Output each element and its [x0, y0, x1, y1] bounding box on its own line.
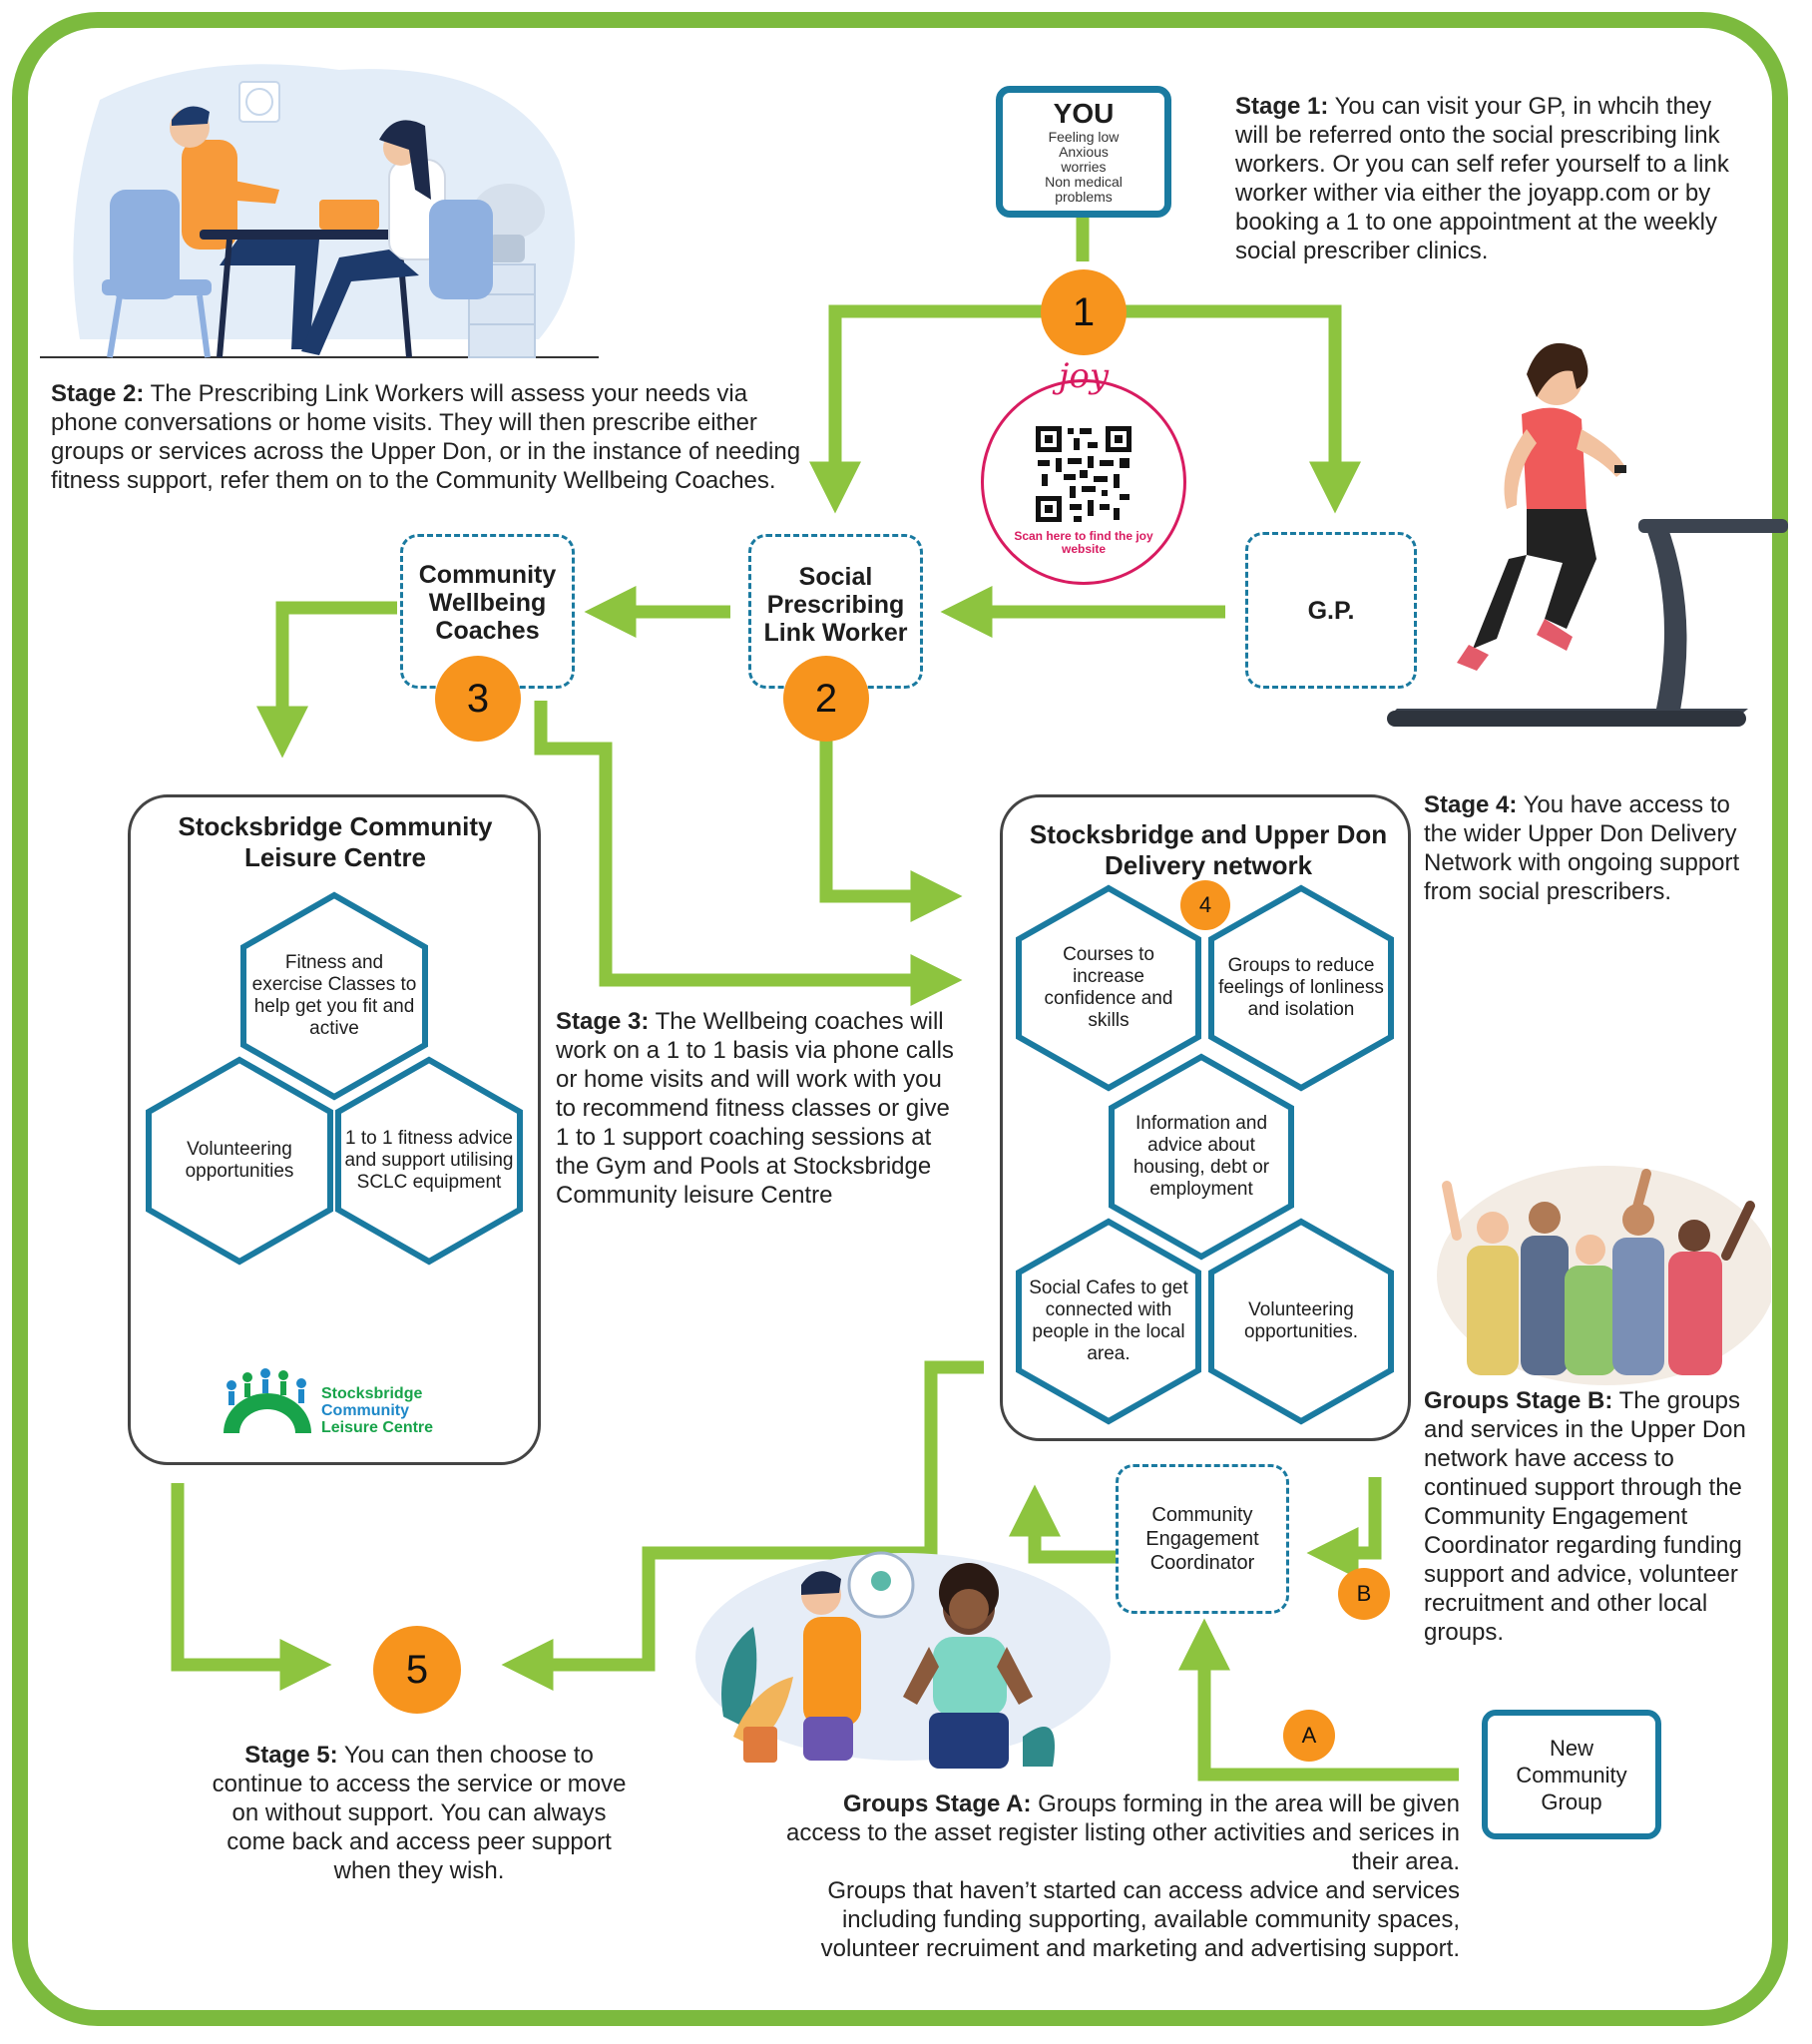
stage-2-body: The Prescribing Link Workers will assess… — [51, 380, 801, 494]
hex-text: Fitness and exercise Classes to help get… — [251, 952, 417, 1039]
hexagon-shape — [1016, 884, 1201, 1092]
stage-4-body: You have access to the wider Upper Don D… — [1424, 791, 1740, 905]
stage-1-text: Stage 1: You can visit your GP, in whcih… — [1235, 92, 1744, 265]
stage-2-text: Stage 2: The Prescribing Link Workers wi… — [51, 379, 809, 495]
badge-1: 1 — [1041, 269, 1127, 355]
arrow-ncg-to-cec — [1178, 1618, 1459, 1782]
gp-label: G.P. — [1307, 596, 1355, 625]
hex-text: Courses to increase confidence and skill… — [1044, 944, 1173, 1031]
you-line: problems — [1055, 188, 1113, 205]
slw-label: Social Prescribing Link Worker — [763, 562, 908, 647]
badge-4: 4 — [1180, 880, 1230, 930]
badge-2: 2 — [783, 656, 869, 742]
hexagon-shape — [146, 1056, 333, 1266]
rainbow-people-icon — [224, 1368, 311, 1433]
qr-code-icon — [1034, 424, 1133, 524]
sclc-title: Stocksbridge Community Leisure Centre — [178, 811, 493, 872]
hex-volunteering-sclc: Volunteering opportunities — [145, 1056, 334, 1266]
stage-3-label: Stage 3: — [556, 1008, 650, 1035]
stage-3-body: The Wellbeing coaches will work on a 1 t… — [556, 1008, 954, 1209]
hexagon-shape — [335, 1056, 523, 1266]
you-line: Non medical — [1045, 173, 1123, 190]
stage-4-text: Stage 4: You have access to the wider Up… — [1424, 790, 1753, 906]
logo-line: Stocksbridge — [321, 1385, 423, 1402]
hex-text: 1 to 1 fitness advice and support utilis… — [344, 1128, 514, 1193]
hexagon-shape — [1208, 884, 1394, 1092]
network-title: Stocksbridge and Upper Don Delivery netw… — [1029, 819, 1388, 880]
sclc-logo: Stocksbridge Community Leisure Centre — [218, 1359, 457, 1439]
badge-b: B — [1338, 1568, 1390, 1620]
you-title: YOU — [1053, 97, 1115, 129]
hex-text: Groups to reduce feelings of lonliness a… — [1218, 955, 1384, 1020]
joy-logo: joy — [1058, 356, 1110, 396]
badge-3: 3 — [435, 656, 521, 742]
hexagon-shape — [1208, 1218, 1394, 1425]
stage-5-text: Stage 5: You can then choose to continue… — [200, 1741, 639, 1885]
stage-1-body: You can visit your GP, in whcih they wil… — [1235, 93, 1729, 264]
stage-2-label: Stage 2: — [51, 380, 145, 407]
stage-1-label: Stage 1: — [1235, 93, 1329, 120]
stage-5-label: Stage 5: — [244, 1742, 338, 1769]
new-community-group-node: New Community Group — [1482, 1710, 1661, 1839]
arrow-cwc-to-network — [534, 701, 963, 1006]
arrow-cec-to-network — [1009, 1484, 1116, 1564]
hex-fitness-advice: 1 to 1 fitness advice and support utilis… — [334, 1056, 524, 1266]
hex-loneliness-groups: Groups to reduce feelings of lonliness a… — [1207, 884, 1395, 1092]
stage-3-text: Stage 3: The Wellbeing coaches will work… — [556, 1007, 955, 1210]
outer-frame — [12, 12, 1788, 2026]
hex-social-cafes: Social Cafes to get connected with peopl… — [1015, 1218, 1202, 1425]
ncg-label: New Community Group — [1516, 1735, 1627, 1814]
hex-fitness-classes: Fitness and exercise Classes to help get… — [239, 891, 429, 1101]
you-line: Anxious — [1059, 143, 1109, 160]
joy-qr-badge[interactable]: joy Scan here to find the joy website — [981, 356, 1186, 585]
you-line: worries — [1061, 158, 1107, 175]
hex-text: Social Cafes to get connected with peopl… — [1029, 1278, 1188, 1364]
cec-label: Community Engagement Coordinator — [1145, 1504, 1259, 1574]
community-engagement-coordinator-node: Community Engagement Coordinator — [1116, 1464, 1289, 1614]
arrow-sclc-to-5 — [171, 1483, 332, 1691]
arrow-to-slw — [809, 304, 1083, 514]
badge-5: 5 — [373, 1626, 461, 1714]
you-lines: Feeling low Anxious worries Non medical … — [1045, 128, 1123, 205]
groups-stage-b-body: The groups and services in the Upper Don… — [1424, 1387, 1746, 1646]
hex-text: Volunteering opportunities. — [1243, 1299, 1359, 1342]
groups-stage-b-label: Groups Stage B: — [1424, 1387, 1613, 1414]
badge-a: A — [1283, 1710, 1335, 1762]
hexagon-shape — [1016, 1218, 1201, 1425]
arrow-network-to-5 — [501, 1360, 984, 1691]
you-box: YOU Feeling low Anxious worries Non medi… — [996, 86, 1171, 218]
hex-information-advice: Information and advice about housing, de… — [1108, 1053, 1295, 1261]
hexagon-shape — [1109, 1053, 1294, 1261]
gp-node: G.P. — [1245, 532, 1417, 689]
hex-text: Information and advice about housing, de… — [1132, 1113, 1270, 1200]
hex-courses: Courses to increase confidence and skill… — [1015, 884, 1202, 1092]
arrow-slw-to-network — [819, 739, 963, 922]
groups-stage-b-text: Groups Stage B: The groups and services … — [1424, 1386, 1768, 1647]
hex-text: Volunteering opportunities — [185, 1139, 294, 1182]
groups-stage-a-body-2: Groups that haven’t started can access a… — [820, 1877, 1460, 1962]
groups-stage-a-label: Groups Stage A: — [842, 1790, 1032, 1817]
arrow-b-to-cec — [1306, 1477, 1382, 1579]
hex-volunteering-network: Volunteering opportunities. — [1207, 1218, 1395, 1425]
you-line: Feeling low — [1048, 128, 1120, 145]
sclc-logo-text: Stocksbridge Community Leisure Centre — [321, 1385, 433, 1436]
group-people-illustration — [1437, 1166, 1771, 1385]
stage-4-label: Stage 4: — [1424, 791, 1518, 818]
hexagon-shape — [240, 891, 428, 1101]
women-illustration — [695, 1551, 1111, 1769]
groups-stage-a-body: Groups forming in the area will be given… — [786, 1790, 1460, 1875]
logo-line: Leisure Centre — [321, 1419, 434, 1436]
groups-stage-a-text: Groups Stage A: Groups forming in the ar… — [783, 1789, 1460, 1963]
meeting-illustration — [40, 64, 599, 358]
runner-treadmill-illustration — [1387, 342, 1788, 727]
joy-caption: Scan here to find the joy website — [1014, 529, 1153, 556]
arrow-cwc-to-sclc — [256, 601, 397, 759]
logo-line: Community — [321, 1402, 409, 1419]
cwc-label: Community Wellbeing Coaches — [418, 560, 557, 645]
stage-5-body: You can then choose to continue to acces… — [212, 1742, 627, 1884]
